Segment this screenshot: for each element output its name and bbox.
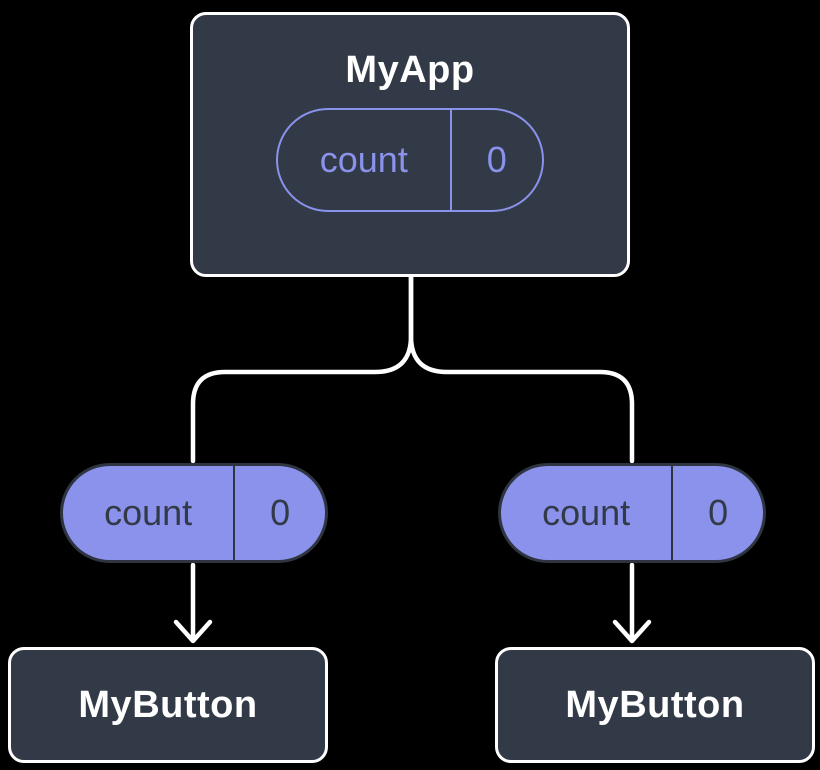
child-component-right-name: MyButton: [565, 683, 745, 726]
state-pill-label: count: [278, 110, 452, 210]
prop-pill-left: count 0: [60, 463, 328, 563]
prop-pill-right-value: 0: [708, 492, 729, 533]
state-pill-value: 0: [486, 139, 507, 180]
arrow-down-left-icon: [173, 619, 213, 644]
child-component-left-name: MyButton: [78, 683, 258, 726]
root-component-card: MyApp count 0: [190, 12, 630, 277]
branch-right-line: [408, 272, 635, 464]
state-pill: count 0: [276, 108, 544, 212]
prop-pill-right-label: count: [501, 466, 674, 560]
root-component-name: MyApp: [345, 49, 475, 91]
prop-pill-left-value: 0: [270, 492, 291, 533]
child-component-card-right: MyButton: [495, 647, 815, 763]
branch-left-line: [190, 272, 414, 464]
prop-pill-right: count 0: [498, 463, 766, 563]
child-component-card-left: MyButton: [8, 647, 328, 763]
prop-pill-left-label: count: [63, 466, 236, 560]
arrow-down-right-icon: [612, 619, 652, 644]
